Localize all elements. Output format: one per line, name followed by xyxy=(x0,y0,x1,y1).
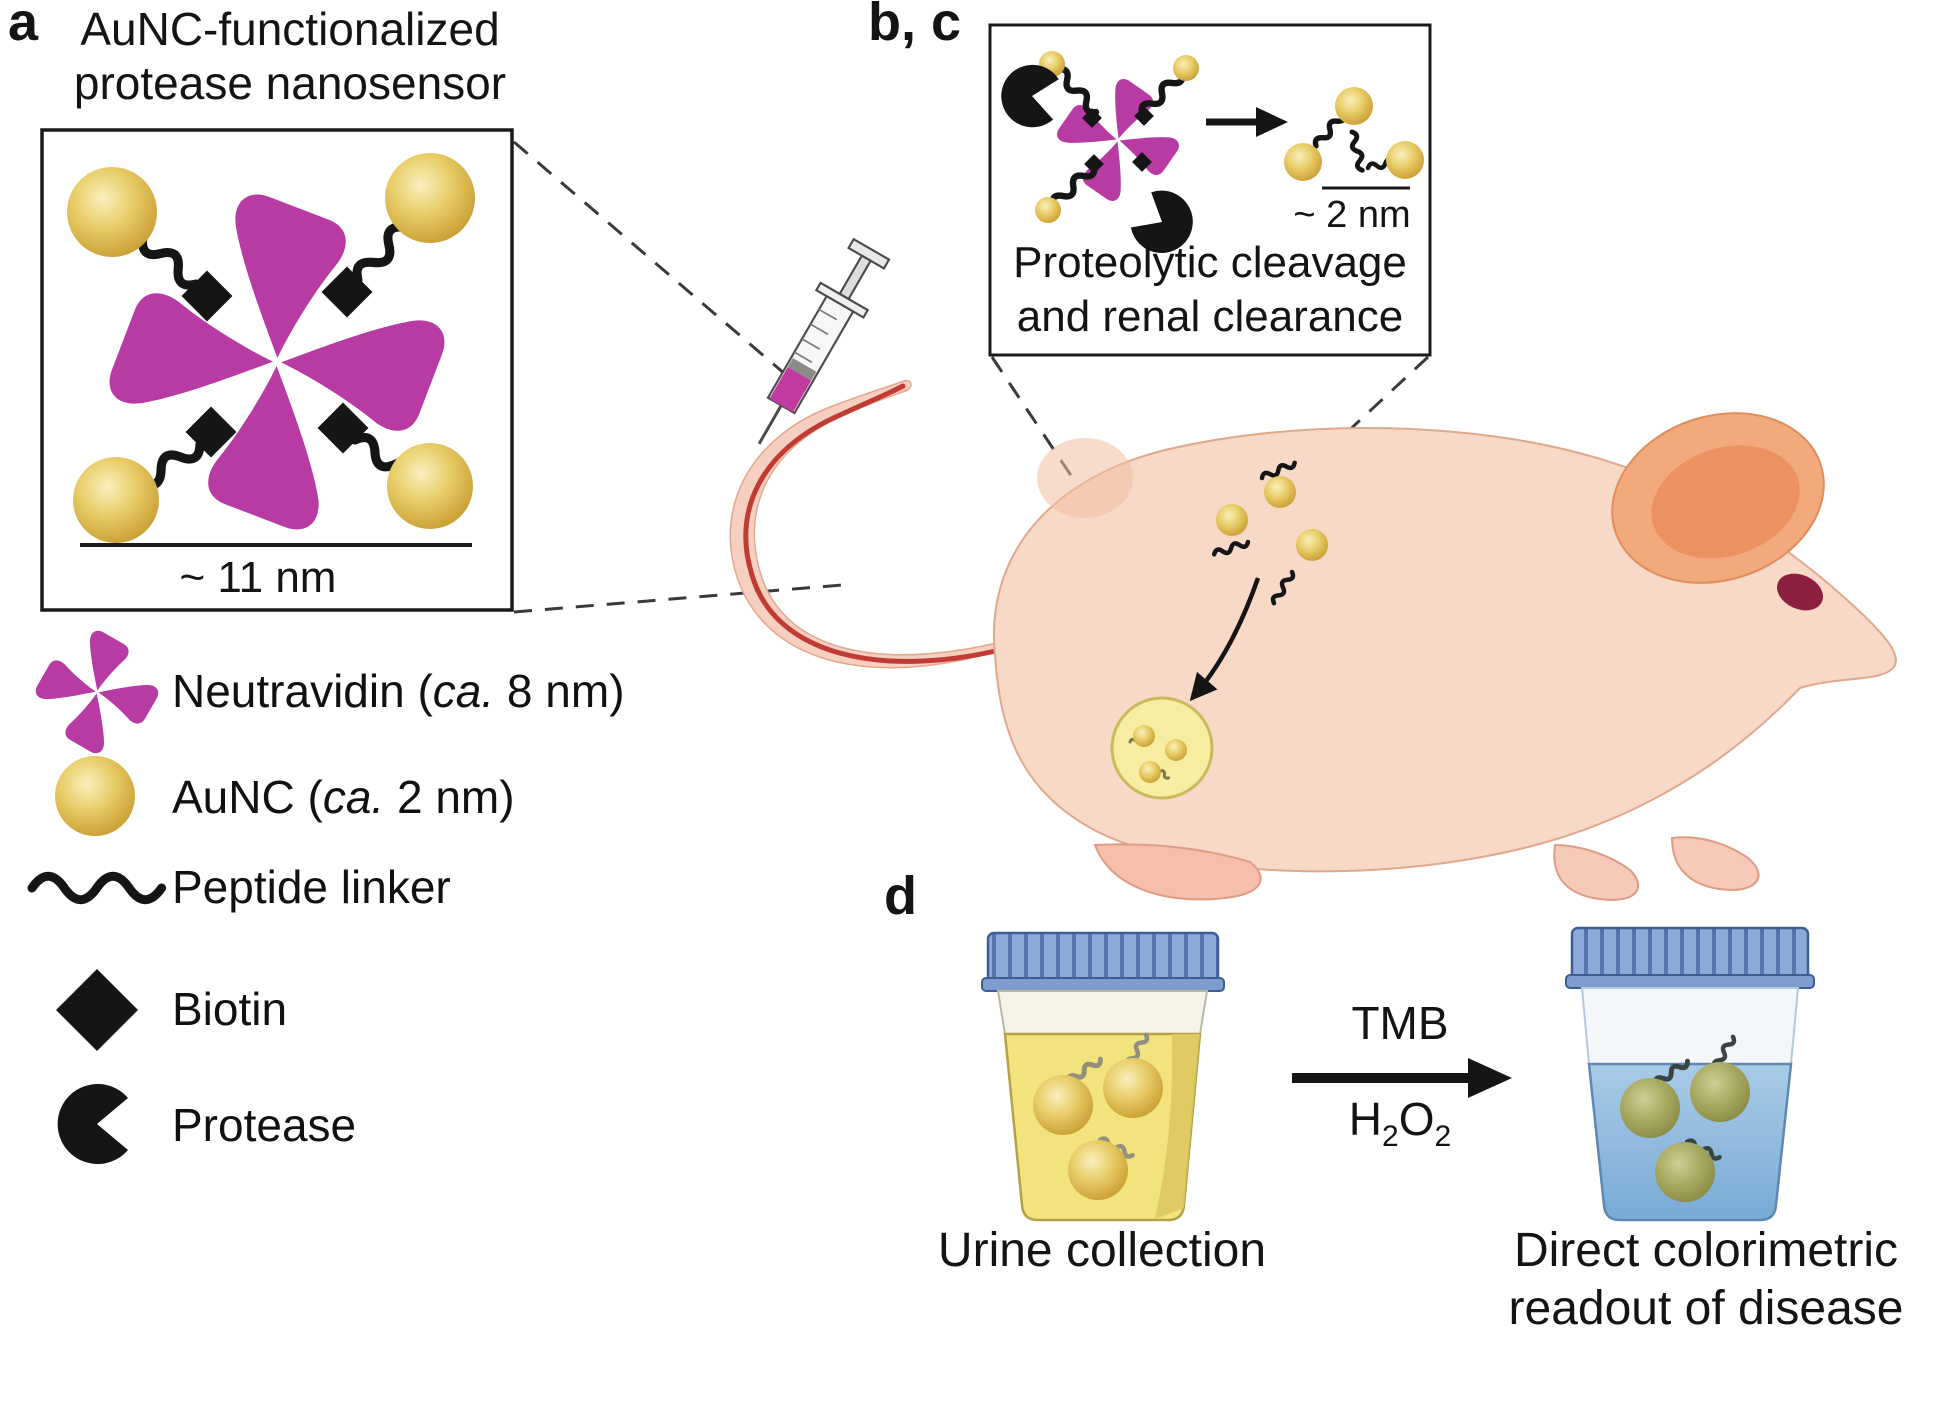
panel-bc-label: b, c xyxy=(868,0,962,52)
circulating-auncs xyxy=(1213,460,1328,605)
legend-text-italic: ca. xyxy=(432,665,495,717)
legend-item-peptide-linker: Peptide linker xyxy=(172,860,451,914)
legend-item-protease: Protease xyxy=(172,1098,356,1152)
h2o2-o: O xyxy=(1398,1093,1435,1145)
panel-d-label: d xyxy=(884,866,917,926)
panel-a-title-line1: AuNC-functionalized xyxy=(80,3,500,55)
readout-label-line1: Direct colorimetric xyxy=(1513,1224,1899,1277)
scale-label-2nm: ~ 2 nm xyxy=(1293,194,1411,236)
scale-label-11nm: ~ 11 nm xyxy=(179,553,337,602)
legend-item-neutravidin: Neutravidin (ca. 8 nm) xyxy=(172,664,625,718)
protease-icon xyxy=(57,1084,129,1164)
urine-cup xyxy=(981,931,1225,1222)
biotin-icon xyxy=(55,968,139,1052)
mouse-tail xyxy=(729,379,1012,669)
readout-cup xyxy=(1565,926,1815,1222)
injection-site-shading xyxy=(1037,438,1133,518)
legend-text: Peptide linker xyxy=(172,861,451,913)
urine-collection-label: Urine collection xyxy=(937,1224,1267,1277)
legend-text: AuNC ( xyxy=(172,771,323,823)
cleavage-diagram xyxy=(988,23,1432,357)
legend-text: 2 nm) xyxy=(384,771,515,823)
mouse-eye xyxy=(1777,573,1823,611)
mouse-front-paw-2 xyxy=(1670,836,1760,892)
readout-label-line2: readout of disease xyxy=(1508,1282,1904,1335)
syringe-icon xyxy=(757,237,891,445)
mouse-illustration xyxy=(729,379,1897,902)
peptide-linker-icon xyxy=(32,876,162,899)
panel-bc-box xyxy=(988,23,1432,357)
mouse-front-paw-1 xyxy=(1553,843,1640,902)
neutravidin-icon xyxy=(24,619,170,765)
legend-text: Protease xyxy=(172,1099,357,1151)
bladder-icon xyxy=(1110,696,1214,800)
nanosensor-diagram xyxy=(40,128,514,612)
legend-text: Neutravidin ( xyxy=(172,665,433,717)
h2o2-h: H xyxy=(1348,1093,1383,1145)
legend-icons xyxy=(24,619,170,1164)
bc-caption-line2: and renal clearance xyxy=(1016,292,1404,341)
released-auncs xyxy=(1284,87,1424,181)
h2o2-sub2: 2 xyxy=(1434,1120,1452,1153)
renal-clearance-arrow xyxy=(1189,577,1261,702)
h2o2-label: H2O2 xyxy=(1310,1093,1490,1153)
legend-text: Biotin xyxy=(172,983,288,1035)
legend-item-biotin: Biotin xyxy=(172,982,287,1036)
tmb-label: TMB xyxy=(1351,997,1449,1049)
tail-vein xyxy=(743,383,1003,664)
bc-caption-line1: Proteolytic cleavage xyxy=(1013,238,1407,287)
aunc-spheres xyxy=(67,153,475,543)
legend-text: 8 nm) xyxy=(494,665,625,717)
panel-a-label: a xyxy=(8,0,39,52)
reaction-arrow xyxy=(1292,1058,1512,1098)
panel-a-title-line2: protease nanosensor xyxy=(73,57,507,109)
aunc-icon xyxy=(55,756,135,836)
mouse-hind-foot xyxy=(1093,843,1262,901)
h2o2-sub1: 2 xyxy=(1382,1120,1399,1153)
legend-item-aunc: AuNC (ca. 2 nm) xyxy=(172,770,515,824)
mini-biotins xyxy=(1082,106,1154,174)
legend-text-italic: ca. xyxy=(322,771,385,823)
mouse-ear xyxy=(1611,412,1825,584)
cleavage-arrow xyxy=(1206,107,1288,137)
